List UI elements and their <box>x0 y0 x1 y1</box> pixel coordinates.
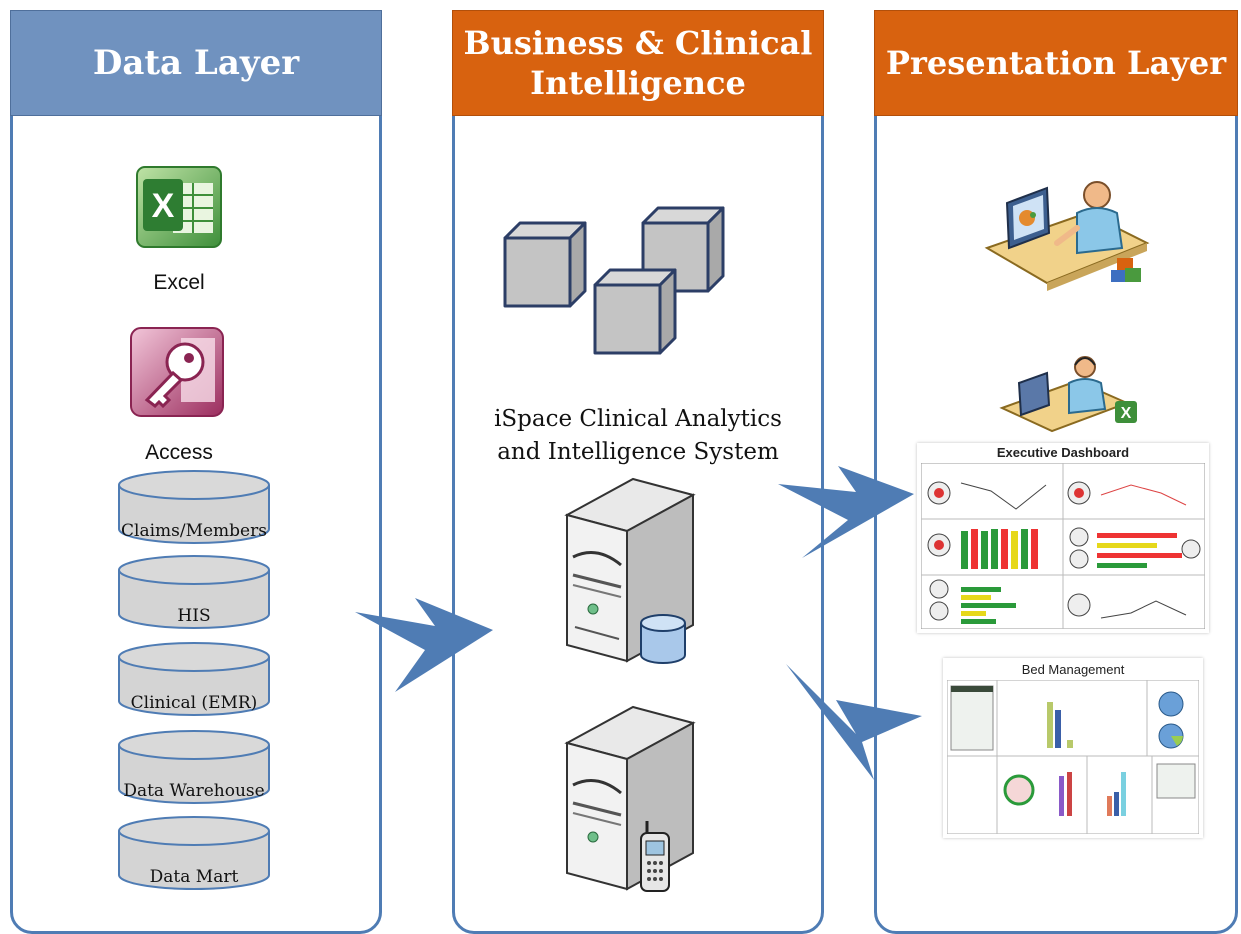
executive-dashboard-preview <box>921 463 1205 629</box>
presentation-layer-header: Presentation Layer <box>874 10 1238 116</box>
bi-layer-title-line1: Business & Clinical <box>463 24 813 62</box>
excel-icon: X <box>136 166 222 248</box>
bi-layer-header: Business & Clinical Intelligence <box>452 10 824 116</box>
system-name-line2: and Intelligence System <box>497 439 779 465</box>
cubes-icon <box>503 206 725 355</box>
access-label: Access <box>145 441 213 464</box>
data-layer-header: Data Layer <box>10 10 382 116</box>
database-server-icon <box>564 477 696 664</box>
presentation-layer-panel: Presentation Layer X Executive Dashboard <box>874 10 1238 934</box>
executive-dashboard: Executive Dashboard <box>917 443 1209 633</box>
arrow-bi-to-presentation <box>778 466 914 558</box>
bi-layer-panel: Business & Clinical Intelligence iSpace … <box>452 10 824 934</box>
mobile-server-icon <box>564 705 696 892</box>
data-layer-title: Data Layer <box>92 43 300 83</box>
database-label: HIS <box>177 606 211 626</box>
database-claims-members: Claims/Members <box>117 469 271 545</box>
svg-text:X: X <box>1121 405 1132 422</box>
system-name: iSpace Clinical Analytics and Intelligen… <box>455 403 821 469</box>
excel-label: Excel <box>153 271 205 294</box>
bed-management-title: Bed Management <box>1021 662 1125 677</box>
database-icon <box>118 816 270 890</box>
database-his: HIS <box>117 554 271 630</box>
data-layer-panel: Data Layer X Excel Access <box>10 10 382 934</box>
svg-text:X: X <box>152 187 175 225</box>
access-icon <box>130 327 224 417</box>
database-data-mart: Data Mart <box>117 815 271 891</box>
database-data-warehouse: Data Warehouse <box>117 729 271 805</box>
bed-management-preview <box>947 680 1199 834</box>
executive-dashboard-title: Executive Dashboard <box>996 445 1130 460</box>
arrow-presentation-to-bi <box>786 664 922 780</box>
desktop-user-icon <box>984 181 1150 291</box>
bed-management-dashboard: Bed Management <box>943 658 1203 838</box>
database-clinical-emr: Clinical (EMR) <box>117 641 271 717</box>
support-user-icon: X <box>999 356 1137 433</box>
bi-layer-title-line2: Intelligence <box>530 64 746 102</box>
database-label: Clinical (EMR) <box>130 693 258 713</box>
database-label: Claims/Members <box>121 521 267 541</box>
database-label: Data Warehouse <box>123 781 265 801</box>
database-icon <box>118 642 270 716</box>
arrow-data-to-bi <box>355 598 493 692</box>
database-icon <box>118 555 270 629</box>
presentation-layer-title: Presentation Layer <box>885 44 1227 82</box>
database-icon <box>118 470 270 544</box>
system-name-line1: iSpace Clinical Analytics <box>494 406 782 432</box>
database-label: Data Mart <box>149 867 239 887</box>
database-icon <box>118 730 270 804</box>
